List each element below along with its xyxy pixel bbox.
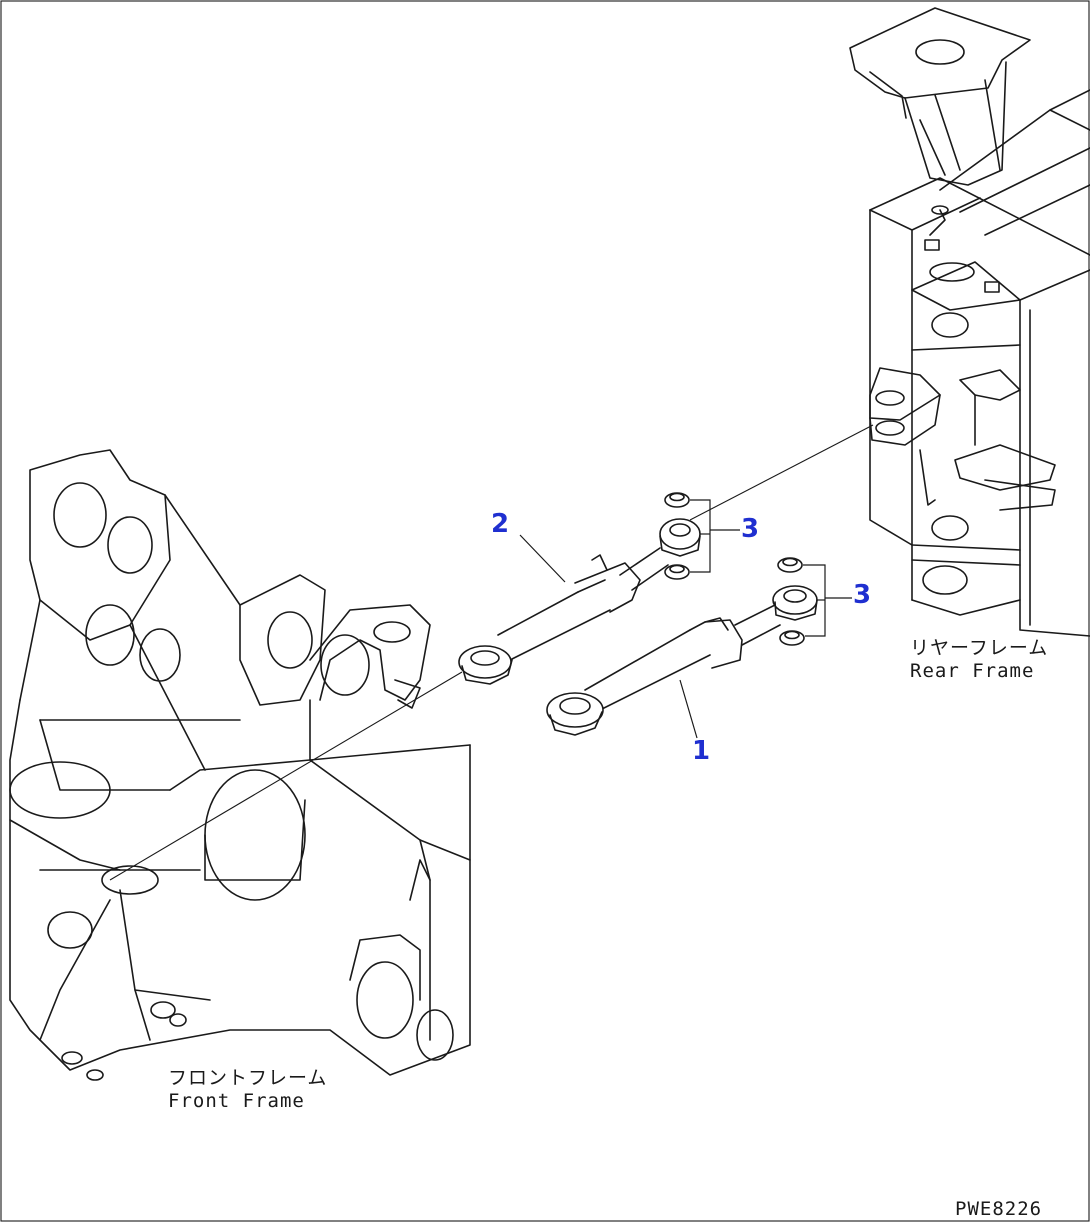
- front-frame-label-en: Front Frame: [168, 1090, 305, 1112]
- front-frame-label-jp: フロントフレーム: [168, 1067, 328, 1089]
- leader-lines: [109, 424, 874, 881]
- front-frame-illustration: [9, 449, 471, 1081]
- rear-frame-illustration: [849, 7, 1090, 637]
- callout-3-upper: 3: [741, 514, 760, 544]
- steering-cylinder-1: [546, 585, 818, 736]
- steering-cylinder-2: [458, 518, 701, 685]
- seal-rings: [664, 492, 805, 646]
- rear-frame-label-en: Rear Frame: [910, 660, 1035, 682]
- rear-frame-label-jp: リヤーフレーム: [910, 637, 1049, 659]
- drawing-code: PWE8226: [955, 1198, 1043, 1220]
- callout-1: 1: [692, 736, 711, 766]
- callout-3-lower: 3: [853, 580, 872, 610]
- callout-2: 2: [491, 509, 510, 539]
